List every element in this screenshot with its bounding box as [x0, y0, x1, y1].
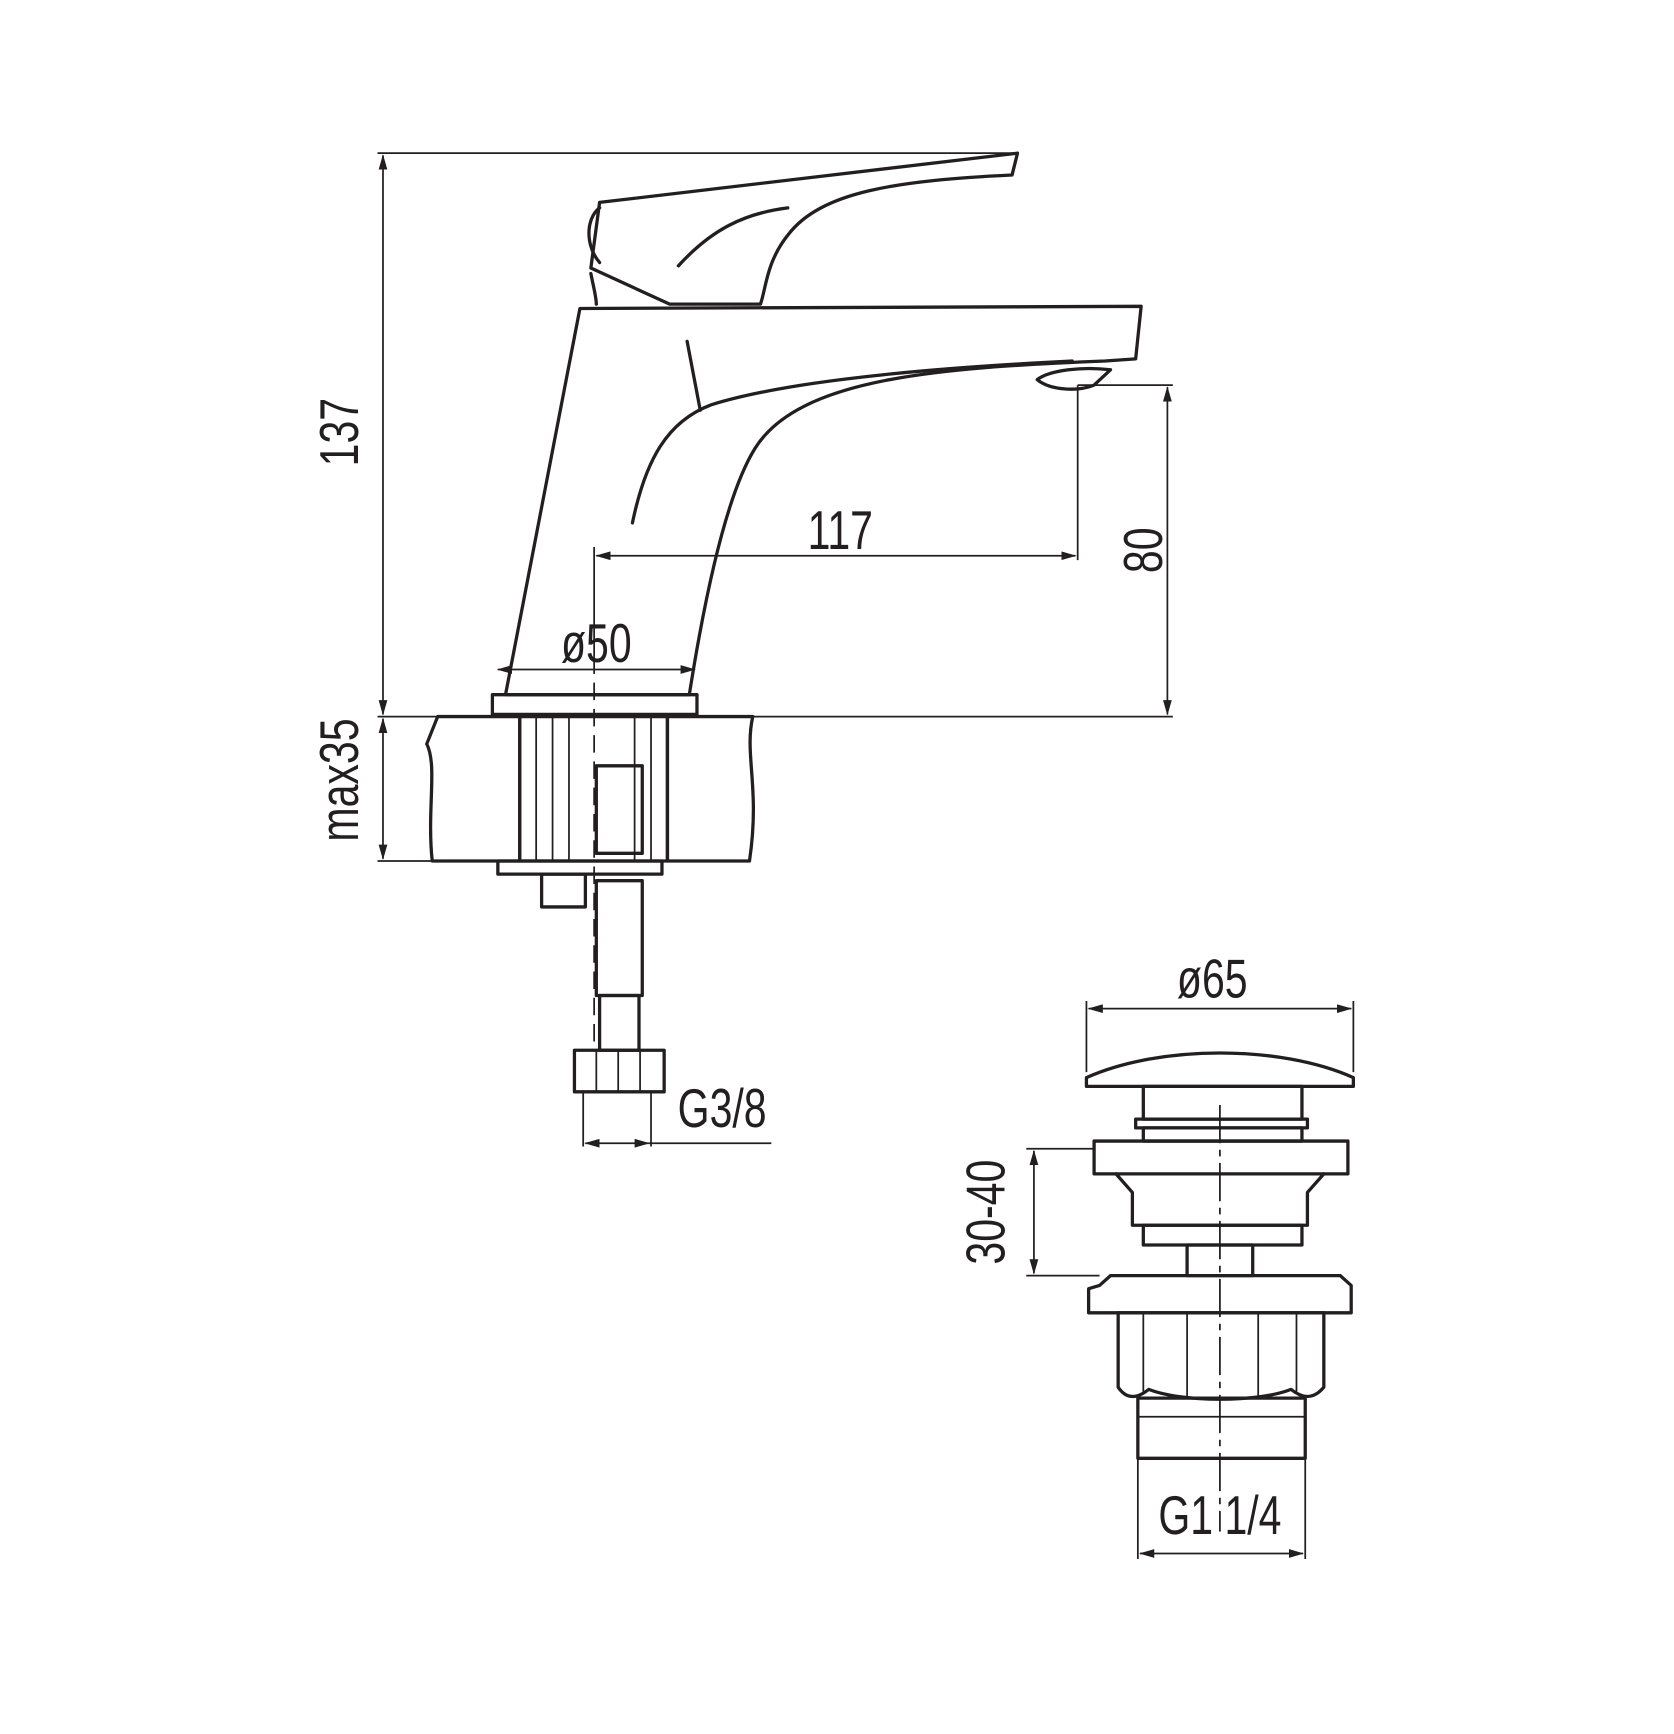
waste-washer: [1086, 1273, 1353, 1315]
waste-dimension-lines: [1026, 1001, 1355, 1559]
dim-counter-thickness: max35: [309, 718, 370, 841]
faucet-drawing: [425, 151, 1143, 1094]
dim-spout-height: 80: [1113, 527, 1174, 573]
waste-nut: [1116, 1311, 1326, 1401]
dim-connection-thread: G3/8: [678, 1078, 767, 1139]
dim-cap-diameter: ø65: [1177, 949, 1248, 1010]
waste-thread-body: [1136, 1396, 1307, 1460]
dim-reach: 117: [808, 501, 873, 562]
hose-nut: [572, 1048, 666, 1094]
connector: [539, 872, 588, 909]
waste-flange: [1092, 1139, 1350, 1176]
faucet-lever: [589, 151, 1020, 306]
waste-cap: [1084, 1051, 1356, 1088]
dim-basin-thickness: 30-40: [956, 1160, 1017, 1265]
flexible-hose-upper: [594, 764, 644, 855]
faucet-dimension-lines: [377, 152, 1173, 1148]
dim-base-diameter: ø50: [561, 613, 632, 674]
counter-section-right: [665, 714, 755, 863]
counter-section-left: [425, 714, 522, 863]
dim-height: 137: [309, 398, 370, 466]
aerator: [1035, 366, 1113, 391]
waste-valve-drawing: [1084, 1051, 1356, 1532]
flexible-hose: [594, 879, 644, 998]
dim-waste-thread: G1 1/4: [1158, 1485, 1281, 1546]
